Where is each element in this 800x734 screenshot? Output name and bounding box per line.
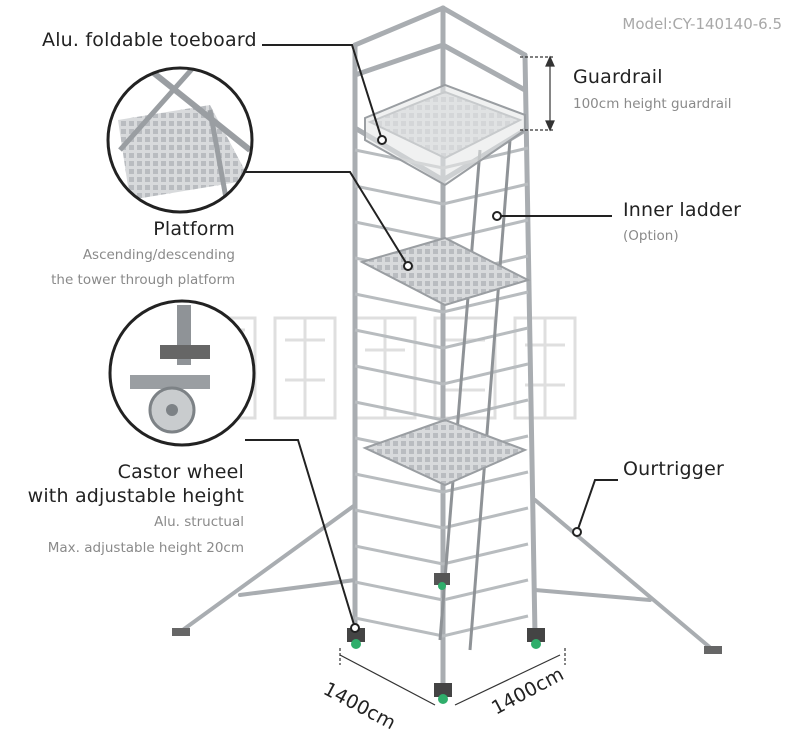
rung-left: [354, 292, 444, 314]
castor-description-2: Max. adjustable height 20cm: [47, 540, 244, 556]
castor-description-1: Alu. structual: [154, 514, 244, 530]
model-number: Model:CY-140140-6.5: [622, 15, 782, 33]
rung-right: [442, 290, 529, 314]
toeboard-label: Alu. foldable toeboard: [42, 29, 257, 51]
rung-right: [442, 218, 529, 242]
rung-right: [442, 578, 529, 602]
rung-right: [442, 470, 529, 494]
castor-label-line1: Castor wheel: [117, 461, 244, 483]
outriggers: [178, 498, 715, 652]
rung-left: [354, 328, 444, 350]
outrigger-label: Ourtrigger: [623, 458, 724, 480]
rung-right: [442, 326, 529, 350]
guardrail-label: Guardrail: [573, 66, 663, 88]
rung-left: [354, 508, 444, 530]
rung-right: [442, 362, 529, 386]
rung-right: [442, 614, 529, 638]
rung-left: [354, 364, 444, 386]
guardrail-description: 100cm height guardrail: [573, 96, 732, 112]
rung-left: [354, 580, 444, 602]
inner-ladder-label: Inner ladder: [623, 199, 742, 221]
rung-right: [442, 506, 529, 530]
platform-description-2: the tower through platform: [51, 272, 235, 288]
rung-left: [354, 472, 444, 494]
castor-label-line2: with adjustable height: [27, 485, 244, 507]
rung-left: [354, 184, 444, 206]
platform-label: Platform: [153, 218, 235, 240]
mid-platform: [359, 236, 531, 307]
low-platform: [362, 418, 528, 487]
inner-ladder-note: (Option): [623, 228, 679, 244]
rung-left: [354, 220, 444, 242]
rung-left: [354, 400, 444, 422]
rung-left: [354, 544, 444, 566]
outrigger-foot-left: [172, 628, 190, 636]
rung-left: [354, 616, 444, 638]
guardrail-dimension: [520, 55, 555, 132]
rung-right: [442, 182, 529, 206]
toeboard: [364, 83, 526, 187]
rung-right: [442, 542, 529, 566]
platform-detail-circle: [106, 66, 254, 214]
callout-dots: [350, 135, 582, 633]
inner-ladder: [438, 139, 512, 651]
outrigger-foot-right: [704, 646, 722, 654]
platform-description-1: Ascending/descending: [82, 247, 235, 263]
base-dimension-lines: [339, 648, 566, 706]
callout-lines: [245, 44, 618, 629]
castor-detail-circle: [108, 299, 256, 447]
